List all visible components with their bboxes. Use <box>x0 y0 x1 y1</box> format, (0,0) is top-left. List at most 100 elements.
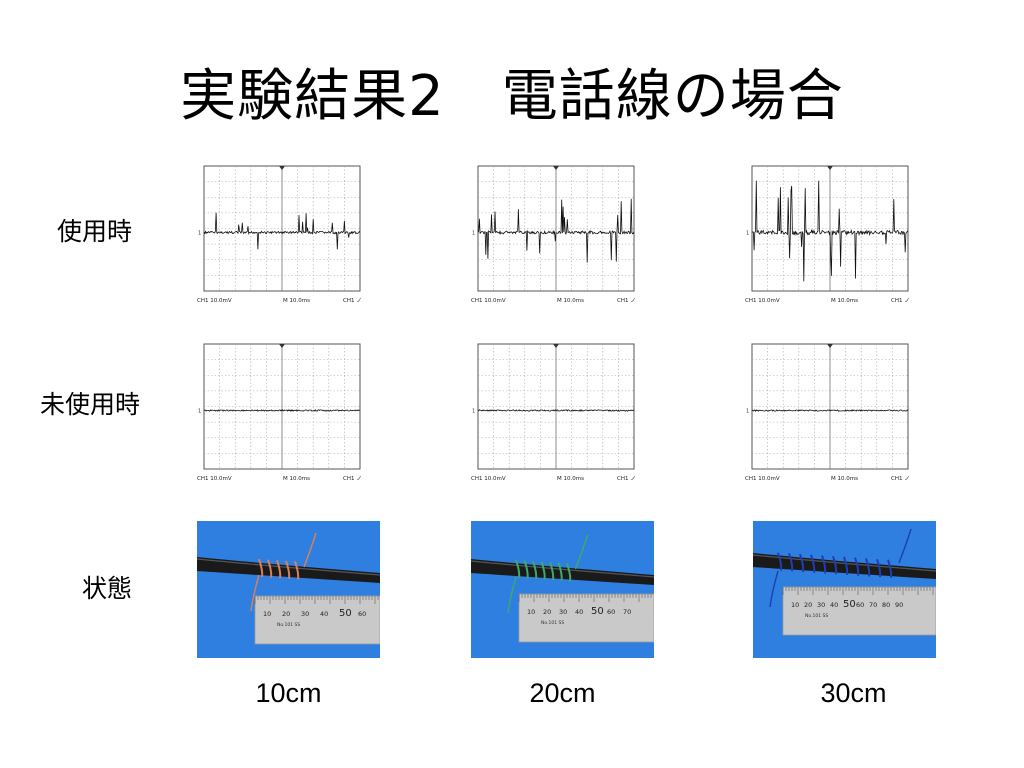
steel-ruler <box>782 586 936 636</box>
coil-wire-loop <box>540 561 546 580</box>
ruler-number: 50 <box>339 608 352 619</box>
ruler-number: 30 <box>559 608 567 616</box>
coil-wire-loop <box>810 554 816 573</box>
steel-ruler <box>254 595 380 645</box>
ruler-number: 20 <box>804 601 812 609</box>
scope-timebase: M 10.0ms <box>283 298 310 304</box>
trigger-marker-icon <box>553 344 559 348</box>
ruler-number: 60 <box>607 608 615 616</box>
ruler-number: 60 <box>856 601 864 609</box>
coil-wire-loop <box>887 559 893 579</box>
channel-marker: 1 <box>746 409 749 415</box>
scope-channel-scale: CH1 10.0mV <box>197 476 232 482</box>
trigger-marker-icon <box>827 344 833 348</box>
ruler-number: 10 <box>263 610 271 618</box>
scope-trigger-info: CH1 ノ <box>617 476 635 482</box>
signal-trace <box>751 180 909 282</box>
ruler-number: 40 <box>830 601 838 609</box>
coil-wire-loop <box>799 553 805 573</box>
scope-trigger-info: CH1 ノ <box>617 298 635 304</box>
ruler-number: 90 <box>895 601 903 609</box>
ruler-number: 50 <box>843 599 856 610</box>
row-label-unused: 未使用時 <box>40 390 141 419</box>
scope-timebase: M 10.0ms <box>557 476 584 482</box>
ruler-number: 10 <box>791 601 799 609</box>
ruler-number: 10 <box>527 608 535 616</box>
coil-lead-wire <box>507 576 517 614</box>
coil-lead-wire <box>769 570 779 608</box>
coil-wire-loop <box>854 557 860 576</box>
scope-channel-scale: CH1 10.0mV <box>745 476 780 482</box>
coil-wire-loop <box>532 560 538 580</box>
row-label-in-use: 使用時 <box>57 217 133 246</box>
coil-wire-loop <box>258 558 264 578</box>
caption-30cm: 30cm <box>820 678 887 708</box>
channel-marker: 1 <box>472 231 475 237</box>
coil-wire-loop <box>557 562 563 581</box>
ruler-number: 70 <box>869 601 877 609</box>
scope-trigger-info: CH1 ノ <box>343 298 361 304</box>
ruler-stamp: No.101 SS <box>805 613 828 619</box>
ruler-stamp: No.101 SS <box>277 622 300 628</box>
scope-trigger-info: CH1 ノ <box>343 476 361 482</box>
coil-lead-wire <box>250 574 260 612</box>
scope-timebase: M 10.0ms <box>283 476 310 482</box>
signal-trace <box>477 198 635 263</box>
caption-20cm: 20cm <box>529 678 596 708</box>
coil-wire-loop <box>566 562 572 582</box>
coil-wire-loop <box>523 560 529 579</box>
coil-wire-loop <box>294 561 300 580</box>
ruler-number: 20 <box>543 608 551 616</box>
row-label-state: 状態 <box>82 574 133 603</box>
trigger-marker-icon <box>279 344 285 348</box>
ruler-number: 80 <box>882 601 890 609</box>
ruler-number: 40 <box>575 608 583 616</box>
signal-trace <box>477 409 635 412</box>
ruler-number: 60 <box>358 610 366 618</box>
scope-timebase: M 10.0ms <box>831 476 858 482</box>
steel-ruler <box>518 593 654 643</box>
ruler-number: 70 <box>623 608 631 616</box>
coil-wire-loop <box>515 559 521 579</box>
scope-channel-scale: CH1 10.0mV <box>197 298 232 304</box>
cable-highlight <box>471 560 654 578</box>
channel-marker: 1 <box>746 231 749 237</box>
channel-marker: 1 <box>472 409 475 415</box>
trigger-marker-icon <box>279 166 285 170</box>
signal-trace <box>751 409 909 412</box>
coil-wire-loop <box>832 555 838 575</box>
coil-lead-wire <box>303 532 317 568</box>
scope-channel-scale: CH1 10.0mV <box>471 298 506 304</box>
ruler-number: 50 <box>591 606 604 617</box>
coil-wire-loop <box>821 555 827 574</box>
scope-trigger-info: CH1 ノ <box>891 298 909 304</box>
signal-trace <box>203 409 361 412</box>
ruler-number: 30 <box>817 601 825 609</box>
coil-wire-loop <box>788 553 794 572</box>
scope-channel-scale: CH1 10.0mV <box>471 476 506 482</box>
coil-wire-loop <box>865 558 871 577</box>
scope-timebase: M 10.0ms <box>831 298 858 304</box>
slide-title: 実験結果2 電話線の場合 <box>180 64 844 129</box>
coil-wire-loop <box>276 559 282 579</box>
cable-highlight <box>753 554 936 572</box>
coil-lead-wire <box>574 534 589 570</box>
scope-timebase: M 10.0ms <box>557 298 584 304</box>
coil-lead-wire <box>898 528 912 564</box>
ruler-number: 20 <box>282 610 290 618</box>
